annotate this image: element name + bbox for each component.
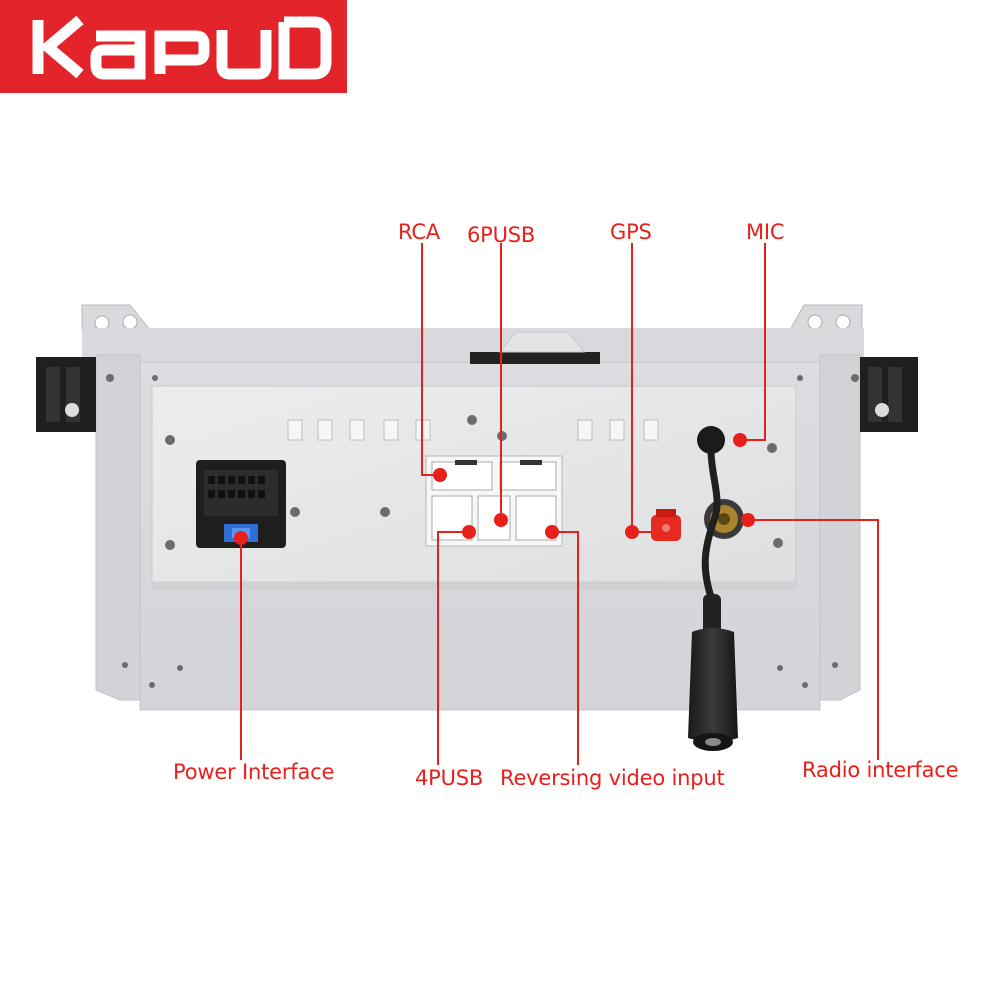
brand-logo xyxy=(0,0,347,93)
label-gps: GPS xyxy=(610,220,652,244)
label-4pusb: 4PUSB xyxy=(415,766,484,790)
label-reversing-video-input: Reversing video input xyxy=(500,766,725,790)
gps-connector xyxy=(651,509,681,541)
label-6pusb: 6PUSB xyxy=(467,223,536,247)
callout-dots xyxy=(234,433,755,545)
side-bracket-left xyxy=(36,357,96,432)
label-power-interface: Power Interface xyxy=(173,760,335,784)
callout-lines xyxy=(240,243,879,765)
side-bracket-right xyxy=(860,357,918,432)
label-rca: RCA xyxy=(398,220,440,244)
label-mic: MIC xyxy=(746,220,785,244)
mounting-ear-right xyxy=(789,304,863,331)
power-connector xyxy=(196,460,286,548)
mounting-ear-left xyxy=(81,304,152,331)
mic-cable xyxy=(688,426,738,751)
kapud-logo-icon xyxy=(32,15,332,80)
label-radio-interface: Radio interface xyxy=(802,758,959,782)
